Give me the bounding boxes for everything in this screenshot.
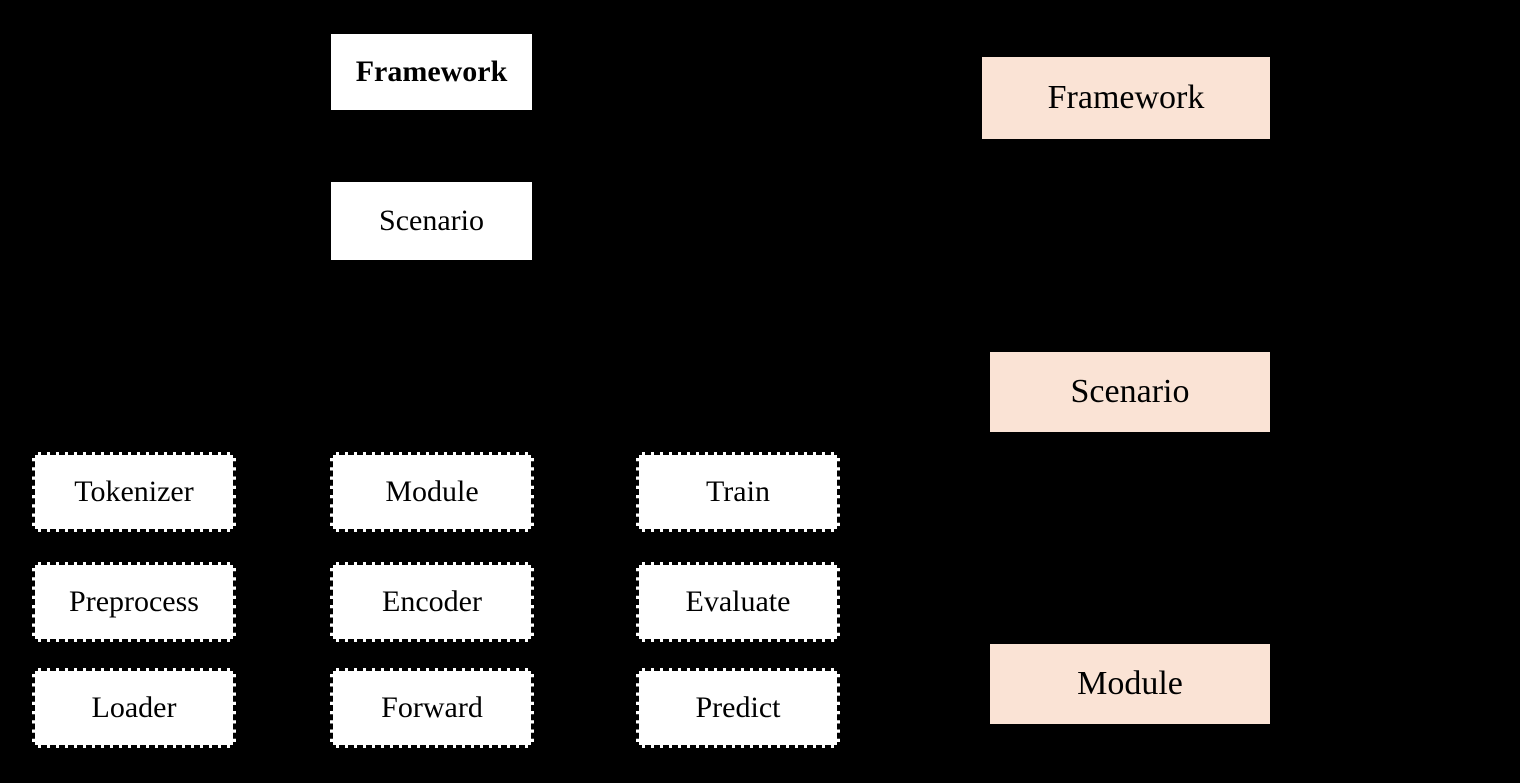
node-label: Forward	[381, 691, 483, 724]
node-label: Tokenizer	[74, 475, 194, 508]
node-forward[interactable]: Forward	[330, 668, 534, 748]
node-module-highlight[interactable]: Module	[990, 644, 1270, 724]
node-label: Evaluate	[685, 585, 791, 618]
node-framework-root[interactable]: Framework	[331, 34, 532, 110]
node-label: Predict	[695, 691, 781, 724]
node-label: Framework	[355, 55, 508, 88]
node-label: Loader	[91, 691, 177, 724]
node-evaluate[interactable]: Evaluate	[636, 562, 840, 642]
node-predict[interactable]: Predict	[636, 668, 840, 748]
node-label: Train	[706, 475, 770, 508]
node-preprocess[interactable]: Preprocess	[32, 562, 236, 642]
node-label: Preprocess	[69, 585, 199, 618]
node-label: Scenario	[379, 204, 484, 237]
node-label: Framework	[1047, 79, 1205, 116]
node-tokenizer[interactable]: Tokenizer	[32, 452, 236, 532]
node-encoder[interactable]: Encoder	[330, 562, 534, 642]
node-scenario-root[interactable]: Scenario	[331, 182, 532, 260]
node-label: Scenario	[1070, 373, 1190, 410]
node-loader[interactable]: Loader	[32, 668, 236, 748]
node-scenario-highlight[interactable]: Scenario	[990, 352, 1270, 432]
node-module[interactable]: Module	[330, 452, 534, 532]
node-label: Module	[385, 475, 479, 508]
node-label: Encoder	[382, 585, 482, 618]
node-framework-highlight[interactable]: Framework	[982, 57, 1270, 139]
node-train[interactable]: Train	[636, 452, 840, 532]
node-label: Module	[1077, 665, 1183, 702]
